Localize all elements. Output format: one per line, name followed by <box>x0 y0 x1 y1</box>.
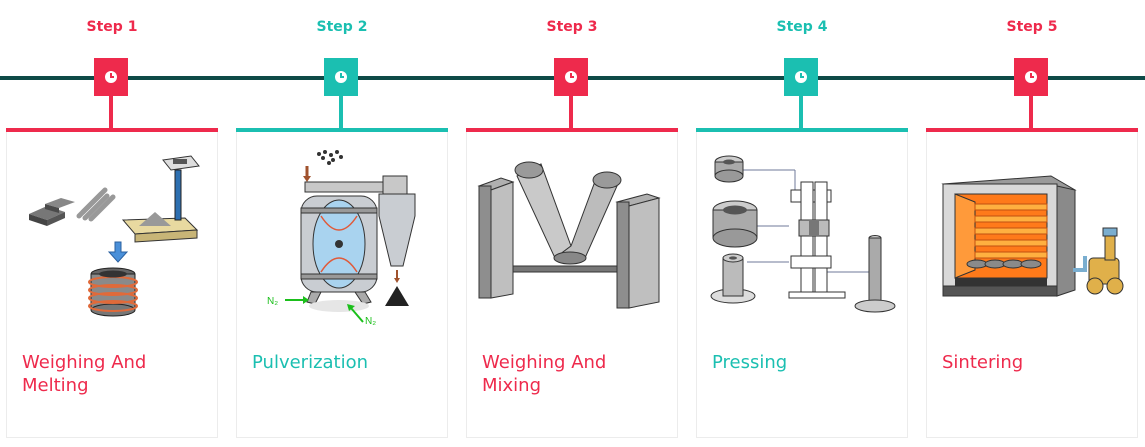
step-label: Step 3 <box>546 19 598 35</box>
step-card: Weighing And Mixing <box>466 132 678 438</box>
connector-stem <box>569 96 573 128</box>
card-top-bar <box>6 128 218 132</box>
step-title: Weighing And Mixing <box>482 352 607 396</box>
sintering-furnace-illustration <box>941 175 1124 297</box>
clock-icon <box>554 58 588 96</box>
connector-stem <box>799 96 803 128</box>
step-4: Step 4 <box>696 0 908 447</box>
pressing-illustration <box>710 155 896 313</box>
step-label: Step 2 <box>316 19 368 35</box>
clock-icon <box>324 58 358 96</box>
pulverization-illustration: N₂ N₂ <box>267 150 416 326</box>
step-card: Sintering <box>926 132 1138 438</box>
connector-stem <box>339 96 343 128</box>
step-title: Pulverization <box>252 352 369 373</box>
connector-stem <box>1029 96 1033 128</box>
n2-label-right: N₂ <box>365 316 376 326</box>
step-2: Step 2 <box>236 0 448 447</box>
step-5: Step 5 <box>926 0 1138 447</box>
step-card: N₂ N₂ Pulverization <box>236 132 448 438</box>
clock-icon <box>1014 58 1048 96</box>
step-3: Step 3 Weighing And Mixing <box>466 0 678 447</box>
step-title: Sintering <box>942 352 1024 373</box>
connector-stem <box>109 96 113 128</box>
n2-label-left: N₂ <box>267 296 278 307</box>
step-1: Step 1 <box>6 0 218 447</box>
clock-icon <box>784 58 818 96</box>
card-top-bar <box>236 128 448 132</box>
step-label: Step 5 <box>1006 19 1058 35</box>
card-top-bar <box>696 128 908 132</box>
card-top-bar <box>466 128 678 132</box>
step-label: Step 4 <box>776 19 828 35</box>
step-card: Pressing <box>696 132 908 438</box>
step-title: Weighing And Melting <box>22 352 147 396</box>
card-top-bar <box>926 128 1138 132</box>
v-mixer-illustration <box>477 161 661 309</box>
clock-icon <box>94 58 128 96</box>
step-title: Pressing <box>712 352 788 373</box>
step-card: Weighing And Melting <box>6 132 218 438</box>
weighing-melting-illustration <box>29 155 200 317</box>
step-label: Step 1 <box>86 19 138 35</box>
